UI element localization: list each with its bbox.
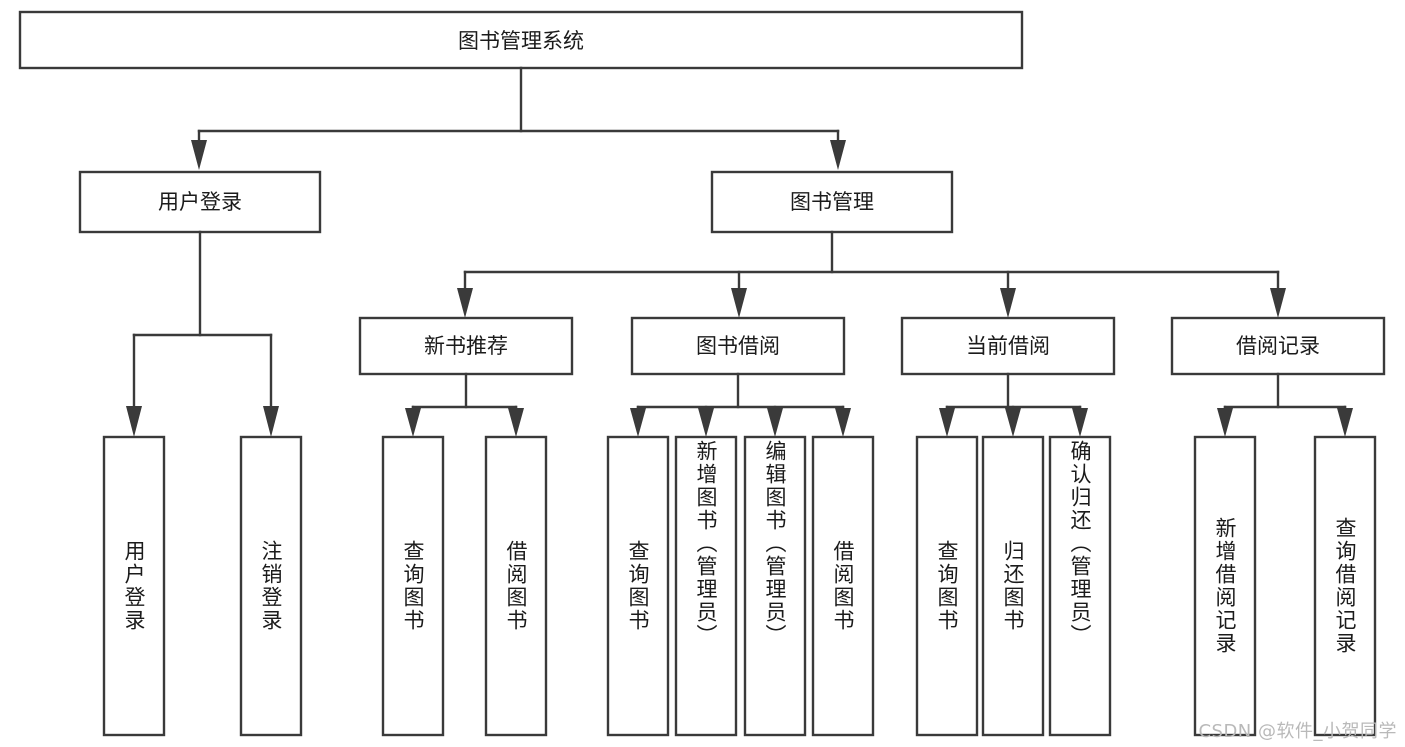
leaf-box-current-borrow-2[interactable]: [1048, 435, 1112, 737]
node-book-manage[interactable]: 图书管理: [710, 170, 954, 234]
leaf-box-book-borrow-2[interactable]: [743, 435, 807, 737]
leaf-box-borrow-record-1[interactable]: [1313, 435, 1377, 737]
connector-book-manage-to-level3: [457, 230, 1286, 318]
leaf-box-book-borrow-3[interactable]: [811, 435, 875, 737]
node-new-book-recommend-label: 新书推荐: [424, 334, 508, 358]
connector-book-borrow-to-leaves: [630, 372, 851, 437]
node-current-borrow-label: 当前借阅: [966, 334, 1050, 358]
connector-user-login-to-leaves: [126, 230, 279, 437]
arrow-head-book-manage: [830, 140, 846, 170]
connector-new-book-recommend-to-leaves: [405, 372, 524, 437]
node-new-book-recommend-box[interactable]: [358, 316, 574, 376]
leaf-box-borrow-record-0[interactable]: [1193, 435, 1257, 737]
leaf-box-new-book-1[interactable]: [484, 435, 548, 737]
connector-root-to-level2: [191, 66, 846, 170]
node-book-borrow[interactable]: 图书借阅: [630, 316, 846, 376]
node-root-label: 图书管理系统: [458, 29, 584, 53]
leaf-box-book-borrow-1[interactable]: [674, 435, 738, 737]
node-user-login[interactable]: 用户登录: [78, 170, 322, 234]
node-new-book-recommend[interactable]: 新书推荐: [358, 316, 574, 376]
node-current-borrow[interactable]: 当前借阅: [900, 316, 1116, 376]
connector-current-borrow-to-leaves: [939, 372, 1088, 437]
node-user-login-box[interactable]: [78, 170, 322, 234]
node-root[interactable]: 图书管理系统: [18, 10, 1024, 70]
leaf-box-current-borrow-0[interactable]: [915, 435, 979, 737]
node-book-manage-label: 图书管理: [790, 190, 874, 214]
leaf-box-user-login-1[interactable]: [239, 435, 303, 737]
node-current-borrow-box[interactable]: [900, 316, 1116, 376]
node-book-borrow-label: 图书借阅: [696, 334, 780, 358]
node-borrow-record[interactable]: 借阅记录: [1170, 316, 1386, 376]
leaf-box-new-book-0[interactable]: [381, 435, 445, 737]
leaf-box-current-borrow-1[interactable]: [981, 435, 1045, 737]
leaf-box-user-login-0[interactable]: [102, 435, 166, 737]
connector-borrow-record-to-leaves: [1217, 372, 1353, 437]
csdn-watermark: CSDN @软件_小贺同学: [1198, 721, 1397, 742]
arrow-head-user-login: [191, 140, 207, 170]
node-borrow-record-label: 借阅记录: [1236, 334, 1320, 358]
leaf-box-book-borrow-0[interactable]: [606, 435, 670, 737]
node-root-box[interactable]: [18, 10, 1024, 70]
node-user-login-label: 用户登录: [158, 190, 242, 214]
